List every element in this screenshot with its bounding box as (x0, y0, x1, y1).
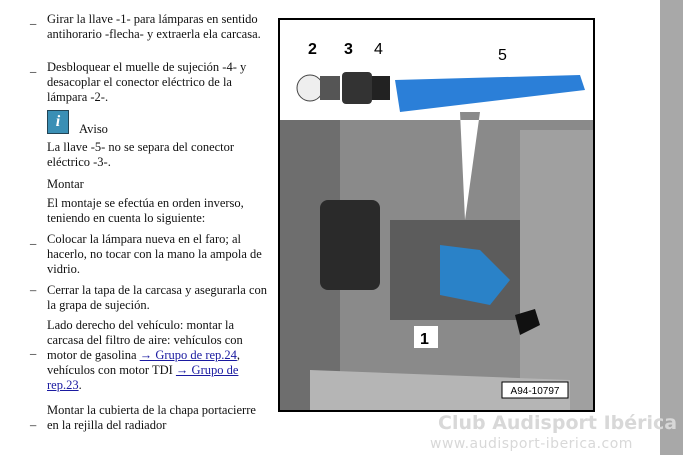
key-1-blue (440, 245, 510, 305)
watermark-url: www.audisport-iberica.com (430, 436, 633, 452)
label-5: 5 (498, 47, 507, 64)
notice-text: La llave -5- no se separa del conector e… (47, 140, 235, 169)
link-grupo-24[interactable]: → Grupo de rep.24 (139, 348, 237, 362)
install-heading: Montar (47, 177, 84, 191)
engine-bay-illustration: A94-10797 2 3 4 5 1 (280, 20, 593, 410)
key-5-blue (395, 75, 585, 112)
step-install-2: –Cerrar la tapa de la carcasa y asegurar… (30, 283, 268, 312)
figure-code: A94-10797 (511, 386, 560, 397)
install-intro: El montaje se efectúa en orden inverso, … (47, 196, 244, 225)
headlight-figure: A94-10797 2 3 4 5 1 (278, 18, 595, 412)
step-remove-2: _Desbloquear el muelle de sujeción -4- y… (30, 60, 247, 104)
notice-title: Aviso (79, 122, 108, 136)
link-grupo-23[interactable]: → Grupo de rep.23 (47, 363, 239, 392)
right-sidebar (660, 0, 683, 455)
watermark-title: Club Audisport Ibérica (438, 412, 678, 434)
step-install-1: _Colocar la lámpara nueva en el faro; al… (30, 232, 262, 276)
step-install-3: _Lado derecho del vehículo: montar la ca… (30, 318, 243, 392)
arrow-icon (515, 309, 540, 335)
label-3: 3 (344, 41, 353, 58)
step-install-4: –Montar la cubierta de la chapa portacie… (30, 403, 256, 432)
step-remove-1: _Girar la llave -1- para lámparas en sen… (30, 12, 261, 41)
label-2: 2 (308, 41, 317, 58)
label-4: 4 (374, 41, 383, 58)
label-1: 1 (420, 331, 429, 348)
info-icon: i (47, 110, 69, 134)
